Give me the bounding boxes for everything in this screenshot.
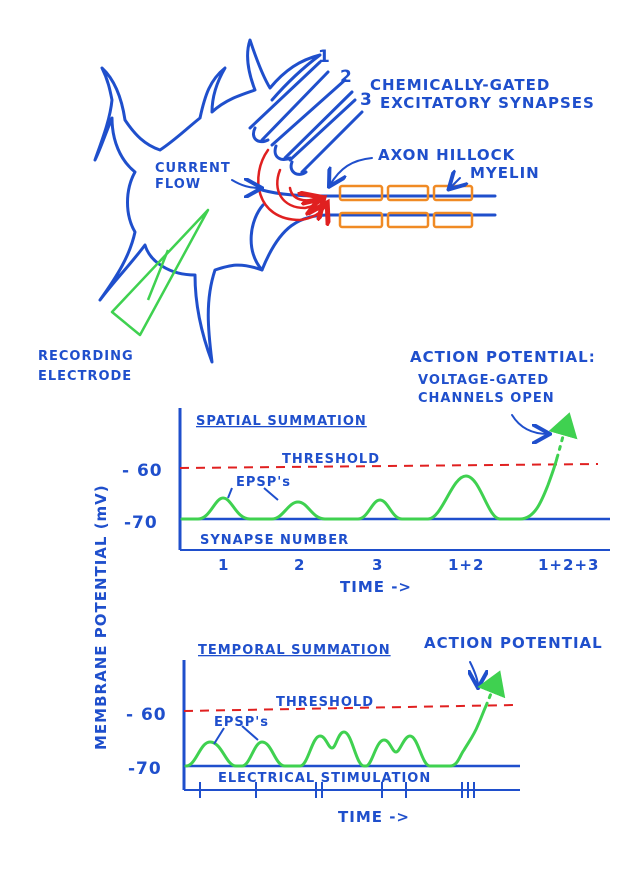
spatial-xtick: 3 (372, 556, 383, 574)
spatial-ap-dotted (548, 412, 578, 460)
temporal-graph: TEMPORAL SUMMATION THRESHOLD EPSP's ACTI… (126, 634, 603, 826)
temporal-epsps-label: EPSP's (214, 715, 269, 730)
temporal-tick-70: -70 (128, 759, 162, 779)
electrode-label: ELECTRODE (38, 369, 132, 384)
voltage-gated-label: VOLTAGE-GATED (418, 373, 549, 388)
temporal-inner-xlabel: ELECTRICAL STIMULATION (218, 771, 431, 786)
current-label: CURRENT (155, 161, 231, 176)
synapse-number-1: 1 (318, 47, 331, 67)
spatial-title: SPATIAL SUMMATION (196, 414, 367, 429)
spatial-xtick: 1+2 (448, 556, 484, 574)
action-potential-top-label: ACTION POTENTIAL: (410, 348, 596, 366)
spatial-xtick: 2 (294, 556, 305, 574)
excitatory-synapses-label: EXCITATORY SYNAPSES (380, 94, 595, 112)
axon-hillock-label: AXON HILLOCK (378, 146, 516, 164)
current-flow-arcs (257, 148, 326, 220)
spatial-epsp-arrows (227, 487, 279, 501)
temporal-epsp-trace (184, 704, 488, 768)
myelin-label: MYELIN (470, 164, 540, 182)
temporal-threshold-line (183, 704, 516, 712)
temporal-threshold-label: THRESHOLD (276, 695, 374, 710)
axon-lower (260, 213, 497, 272)
temporal-title: TEMPORAL SUMMATION (198, 643, 391, 658)
spatial-threshold-label: THRESHOLD (282, 452, 380, 467)
spatial-xtick: 1 (218, 556, 229, 574)
spatial-epsp-trace (180, 456, 559, 521)
spatial-xtick: 1+2+3 (538, 556, 599, 574)
temporal-ap-dotted (477, 670, 506, 708)
temporal-tick-60: - 60 (126, 705, 167, 725)
y-axis-label: MEMBRANE POTENTIAL (mV) (92, 484, 110, 750)
neuron-soma-outline (93, 38, 322, 364)
synapse-number-3: 3 (360, 90, 373, 110)
spatial-tick-60: - 60 (122, 461, 163, 481)
temporal-epsp-arrows (213, 725, 259, 745)
flow-label: FLOW (155, 177, 201, 192)
annotation-arrows (231, 157, 548, 686)
spatial-inner-xlabel: SYNAPSE NUMBER (200, 533, 349, 548)
synapse-number-2: 2 (340, 67, 353, 87)
axon-upper (260, 188, 497, 198)
channels-open-label: CHANNELS OPEN (418, 391, 555, 406)
spatial-tick-70: -70 (124, 513, 158, 533)
synapse-terminals (248, 60, 364, 176)
temporal-time-label: TIME -> (338, 808, 410, 826)
recording-label: RECORDING (38, 349, 134, 364)
spatial-time-label: TIME -> (340, 578, 412, 596)
spatial-threshold-line (179, 463, 599, 469)
myelin-segments (338, 184, 474, 229)
spatial-graph: SPATIAL SUMMATION THRESHOLD EPSP's - 60 … (122, 408, 610, 596)
spatial-epsps-label: EPSP's (236, 475, 291, 490)
recording-electrode (110, 208, 210, 337)
temporal-ap-label: ACTION POTENTIAL (424, 634, 603, 652)
stimulation-ticks (199, 782, 475, 798)
chemically-gated-label: CHEMICALLY-GATED (370, 76, 550, 94)
